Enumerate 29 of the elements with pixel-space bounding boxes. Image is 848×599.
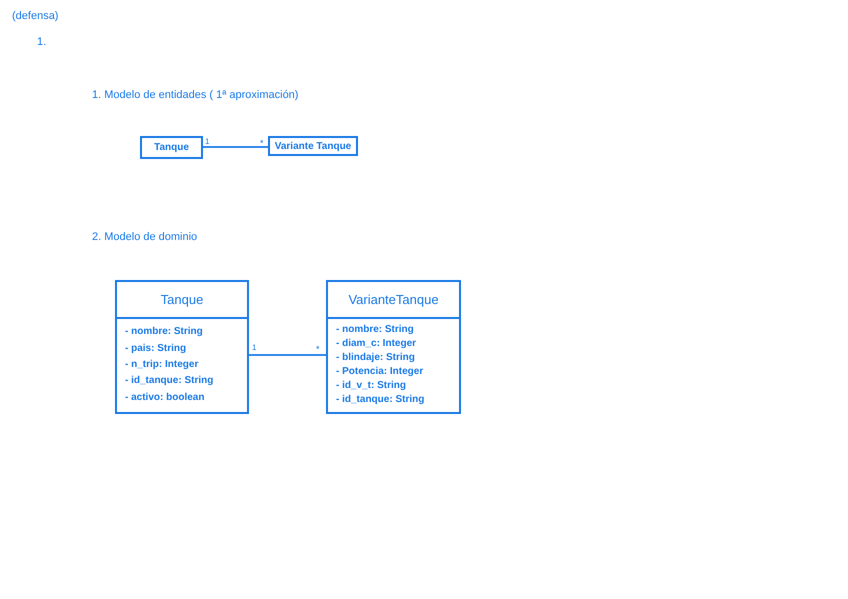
attribute-text: - pais: String (125, 342, 186, 354)
attribute-text: - nombre: String (125, 326, 203, 338)
attribute-text: - id_tanque: String (336, 394, 424, 405)
multiplicity-label: 1 (205, 137, 210, 147)
attribute-text: - id_tanque: String (125, 375, 214, 386)
attribute-text: - id_v_t: String (336, 380, 406, 391)
attribute-text: - n_trip: Integer (125, 358, 198, 370)
entity-name: Tanque (154, 142, 189, 153)
entity-box (140, 136, 203, 159)
attribute-text: - blindaje: String (336, 352, 415, 363)
association-line (203, 146, 268, 148)
association-line (249, 354, 326, 356)
attribute-text: - nombre: String (336, 324, 414, 335)
attribute-text: - activo: boolean (125, 392, 204, 403)
note-text: 1. (37, 36, 46, 50)
multiplicity-label: 1 (252, 343, 256, 353)
class-box (115, 280, 249, 414)
note-text: 1. Modelo de entidades ( 1ª aproximación) (92, 89, 298, 102)
multiplicity-label: * (316, 344, 320, 355)
attribute-text: - diam_c: Integer (336, 338, 416, 349)
class-box (326, 280, 461, 414)
note-text: (defensa) (12, 10, 58, 24)
attribute-text: - Potencia: Integer (336, 366, 424, 377)
note-text: 2. Modelo de dominio (92, 231, 198, 244)
entity-name: Variante Tanque (274, 140, 352, 152)
class-name: Tanque (160, 292, 204, 307)
entity-box (268, 136, 358, 156)
multiplicity-label: * (260, 138, 264, 149)
class-name: VarianteTanque (348, 292, 439, 307)
